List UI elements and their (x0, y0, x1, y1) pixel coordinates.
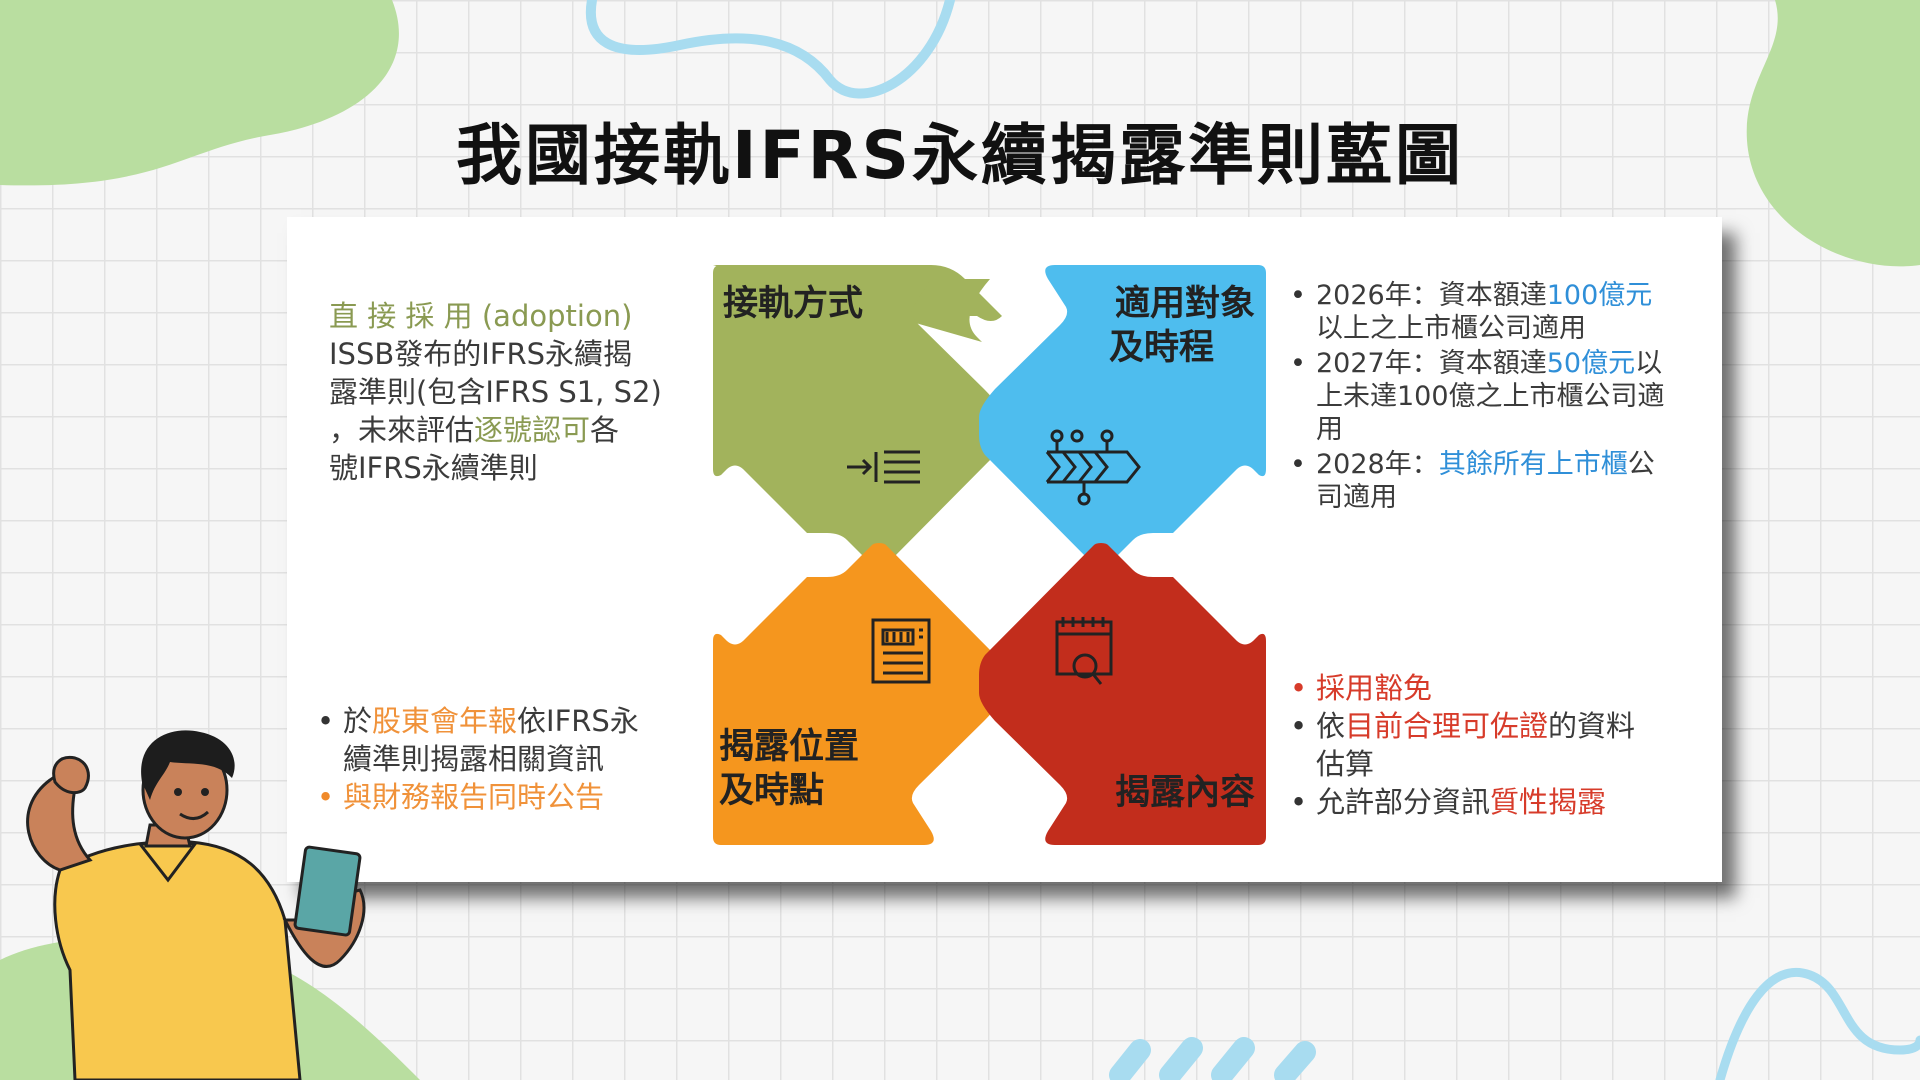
book (293, 845, 362, 937)
presenter-illustration (26, 730, 366, 1080)
flow-converge-icon (847, 450, 920, 484)
quadrant-fill-approach (713, 265, 1002, 567)
page-title: 我國接軌IFRS永續揭露準則藍圖 (456, 117, 1464, 194)
qualitative-item: 允許部分資訊質性揭露 (1290, 783, 1690, 821)
eye-left (174, 788, 182, 796)
quadrant-fill-eligibility (979, 265, 1266, 567)
adoption-description: 直 接 採 用 (adoption) ISSB發布的IFRS永續揭 露準則(包含… (329, 299, 662, 485)
quadrant-label-eligibility: 適用對象 及時程 (1109, 284, 1255, 368)
quadrant-label-content: 揭露內容 (1114, 773, 1255, 813)
quadrant-label-location: 揭露位置 及時點 (719, 727, 860, 811)
exemption-item: 採用豁免 (1290, 669, 1690, 707)
blue-dashes-bottom (1109, 1037, 1316, 1080)
green-blob-top-right (1746, 0, 1920, 267)
eye-right (201, 788, 209, 796)
calendar-search-icon (1055, 617, 1113, 685)
blue-wave-top (585, 0, 955, 99)
newspaper-icon (871, 618, 931, 684)
financial-report-item: 與財務報告同時公告 (317, 778, 687, 816)
blue-wave-bottom-right (1715, 967, 1920, 1080)
raised-hand (52, 755, 90, 795)
process-flow-icon (1045, 429, 1141, 506)
quadrant-fill-content (979, 543, 1266, 845)
shirt (53, 840, 302, 1080)
blueprint-card: 接軌方式 適用對象 及時程 揭露位置 及時點 揭露內容 直 接 採 用 (ado… (287, 217, 1722, 882)
green-blob-top-left (0, 0, 399, 186)
quadrant-diagram (713, 265, 1266, 845)
hair (141, 730, 235, 800)
quadrant-label-approach: 接軌方式 (723, 284, 864, 324)
smile (179, 810, 210, 820)
